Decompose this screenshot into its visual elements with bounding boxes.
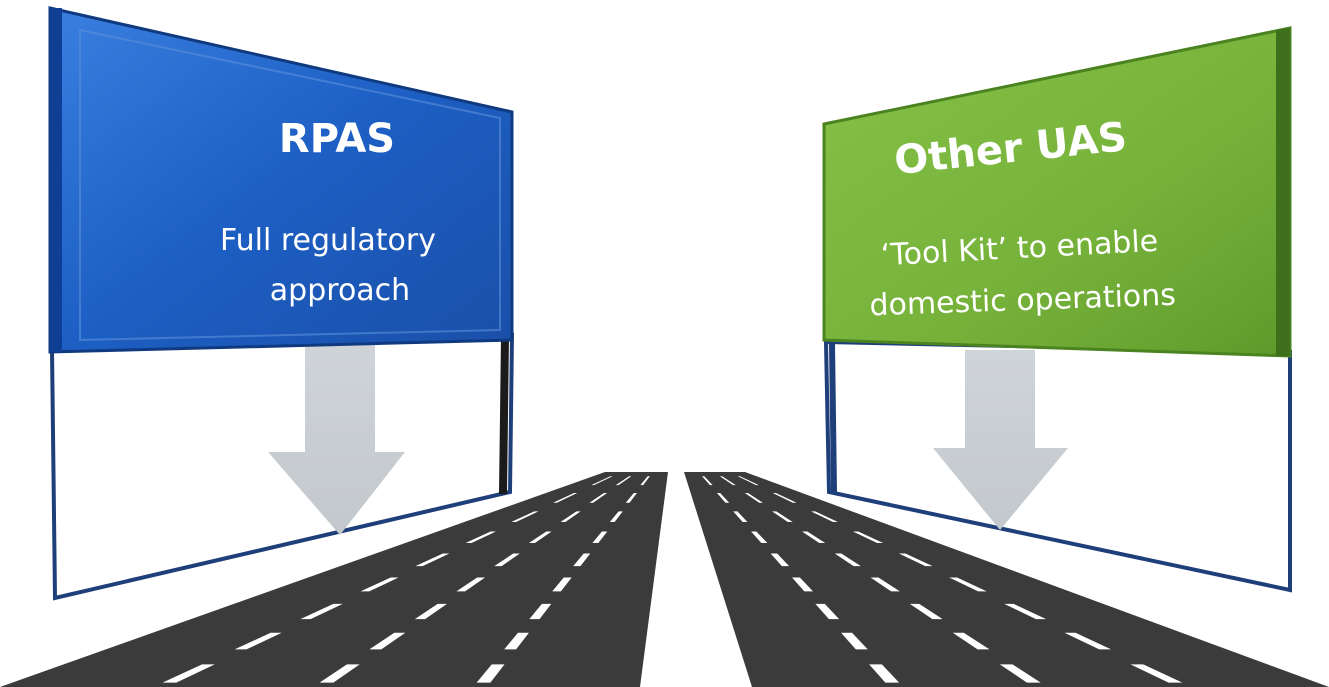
- right-road-lane-dash: [815, 603, 840, 620]
- left-sign-edge: [50, 8, 62, 352]
- left-down-arrow: [268, 340, 405, 535]
- right-road-lane-dash: [733, 511, 748, 522]
- left-road-lane-dash: [476, 664, 505, 683]
- right-road-lane-dash: [772, 493, 797, 503]
- left-road-lane-dash: [415, 553, 450, 567]
- right-road-lane-dash: [719, 476, 736, 486]
- left-road: [0, 472, 668, 687]
- right-sign-post: [829, 343, 837, 493]
- left-road-lane-dash: [528, 531, 552, 544]
- left-road-lane-dash: [319, 664, 360, 683]
- left-road-lane-dash: [300, 603, 343, 620]
- left-sign-line2: approach: [270, 273, 410, 308]
- left-road-lane-dash: [573, 553, 591, 567]
- left-road-lane-dash: [640, 476, 650, 486]
- left-road-lane-dash: [560, 511, 581, 522]
- right-road-lane-dash: [834, 553, 861, 567]
- right-road-lane-dash: [952, 632, 990, 650]
- left-road-lane-dash: [591, 476, 613, 486]
- right-road-lane-dash: [1064, 632, 1112, 650]
- left-road-surface: [0, 472, 668, 687]
- right-sign: Other UAS ‘Tool Kit’ to enable domestic …: [822, 26, 1292, 593]
- left-road-lane-dash: [589, 493, 608, 503]
- right-road-lane-dash: [802, 531, 826, 544]
- left-road-lane-dash: [465, 531, 496, 544]
- left-road-lane-markings: [162, 476, 650, 683]
- right-road-lane-dash: [841, 632, 868, 650]
- right-road-lane-dash: [869, 664, 900, 683]
- right-road-lane-dash: [744, 493, 763, 503]
- left-sign-post: [499, 336, 509, 495]
- left-sign-bevel: [79, 28, 501, 342]
- left-road-lane-dash: [162, 664, 215, 683]
- right-road-lane-dash: [751, 531, 768, 544]
- left-road-lane-dash: [456, 577, 486, 592]
- left-road-lane-dash: [369, 632, 406, 650]
- right-road-lane-dash: [949, 577, 987, 592]
- right-road-lane-dash: [898, 553, 933, 567]
- left-road-lane-dash: [234, 632, 282, 650]
- right-road: [684, 472, 1329, 687]
- left-road-lane-dash: [609, 511, 623, 522]
- right-sign-edge: [1276, 28, 1290, 356]
- left-sign-title: RPAS: [279, 116, 395, 162]
- left-road-lane-dash: [511, 511, 539, 522]
- right-road-lane-dash: [1130, 664, 1183, 683]
- right-road-lane-dash: [770, 553, 790, 567]
- left-road-lane-dash: [552, 577, 572, 592]
- right-road-lane-dash: [852, 531, 884, 544]
- right-road-lane-dash: [737, 476, 759, 486]
- right-road-lane-dash: [999, 664, 1041, 683]
- left-road-lane-dash: [592, 531, 608, 544]
- right-road-lane-dash: [792, 577, 814, 592]
- right-road-lane-dash: [702, 476, 713, 486]
- left-road-lane-dash: [360, 577, 399, 592]
- right-road-lane-dash: [909, 603, 943, 620]
- left-road-lane-dash: [615, 476, 632, 486]
- left-road-lane-dash: [625, 493, 637, 503]
- left-road-lane-dash: [494, 553, 520, 567]
- right-road-lane-dash: [772, 511, 793, 522]
- left-sign: RPAS Full regulatory approach: [48, 6, 515, 601]
- right-road-lane-dash: [870, 577, 900, 592]
- left-road-lane-dash: [414, 603, 448, 620]
- right-road-lane-markings: [702, 476, 1183, 683]
- left-sign-line1: Full regulatory: [220, 223, 436, 258]
- right-road-lane-dash: [716, 493, 730, 503]
- left-road-lane-dash: [553, 493, 578, 503]
- left-road-lane-dash: [529, 603, 552, 620]
- right-down-arrow: [933, 350, 1068, 530]
- left-road-lane-dash: [504, 632, 529, 650]
- right-road-lane-dash: [811, 511, 838, 522]
- right-road-lane-dash: [1004, 603, 1047, 620]
